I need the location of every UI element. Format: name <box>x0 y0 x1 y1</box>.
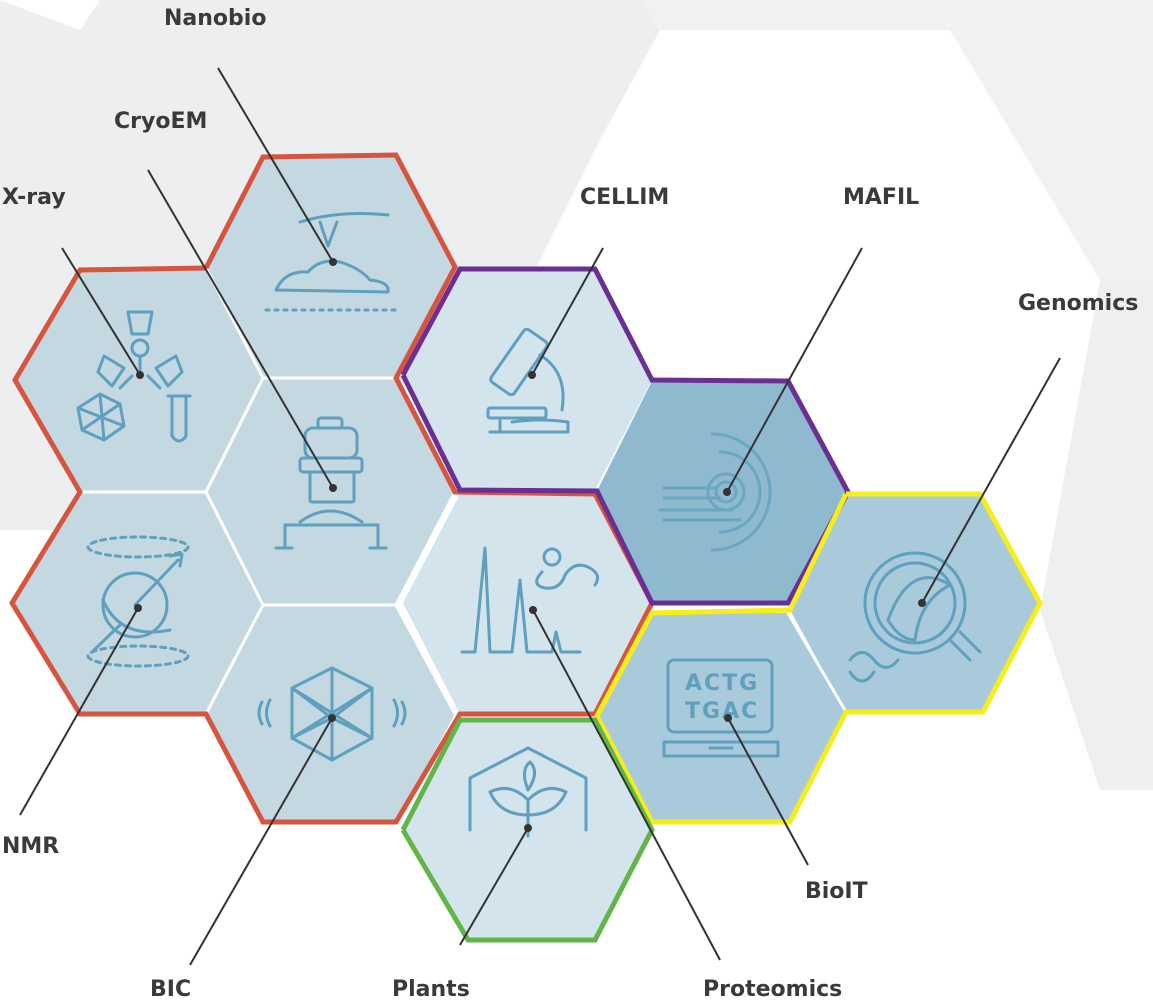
hex-xray[interactable] <box>15 268 263 492</box>
laptop-text-line1: ACTG <box>685 671 759 696</box>
radiation-crystal-icon <box>76 310 192 443</box>
plant-greenhouse-icon <box>468 746 588 838</box>
label-bic: BIC <box>150 977 191 1002</box>
hex-cellim[interactable] <box>403 269 652 490</box>
label-mafil: MAFIL <box>843 185 919 210</box>
laptop-dna-icon: ACTG TGAC <box>662 658 780 758</box>
group-outline-red <box>9 152 655 825</box>
hex-cryoem[interactable] <box>206 378 455 605</box>
label-cellim: CELLIM <box>580 185 669 210</box>
hex-mafil[interactable] <box>597 381 848 603</box>
hex-bioit[interactable] <box>597 613 846 822</box>
leader-lines <box>19 67 1061 966</box>
label-proteomics: Proteomics <box>703 977 842 1002</box>
hex-tiles <box>12 155 1040 940</box>
laptop-text-line2: TGAC <box>685 699 759 724</box>
hex-nanobio[interactable] <box>206 155 455 378</box>
microscope-icon <box>486 327 570 434</box>
hex-proteomics[interactable] <box>403 494 652 714</box>
label-bioit: BioIT <box>805 879 868 904</box>
nmr-spin-icon <box>86 535 190 668</box>
label-nanobio: Nanobio <box>164 6 266 31</box>
mass-spectrum-icon <box>460 546 600 654</box>
label-plants: Plants <box>392 977 470 1002</box>
cryo-microscope-icon <box>274 416 388 550</box>
label-nmr: NMR <box>2 834 59 859</box>
label-xray: X-ray <box>2 185 66 210</box>
group-outline-green <box>400 717 655 943</box>
dna-magnifier-icon <box>848 551 982 683</box>
label-genomics: Genomics <box>1018 291 1138 316</box>
label-cryoem: CryoEM <box>114 109 207 134</box>
group-outline-yellow <box>594 491 1043 825</box>
tile-separators <box>80 267 848 715</box>
mri-icon <box>658 432 772 552</box>
labels: Nanobio CryoEM X-ray CELLIM MAFIL Genomi… <box>2 6 1138 1002</box>
